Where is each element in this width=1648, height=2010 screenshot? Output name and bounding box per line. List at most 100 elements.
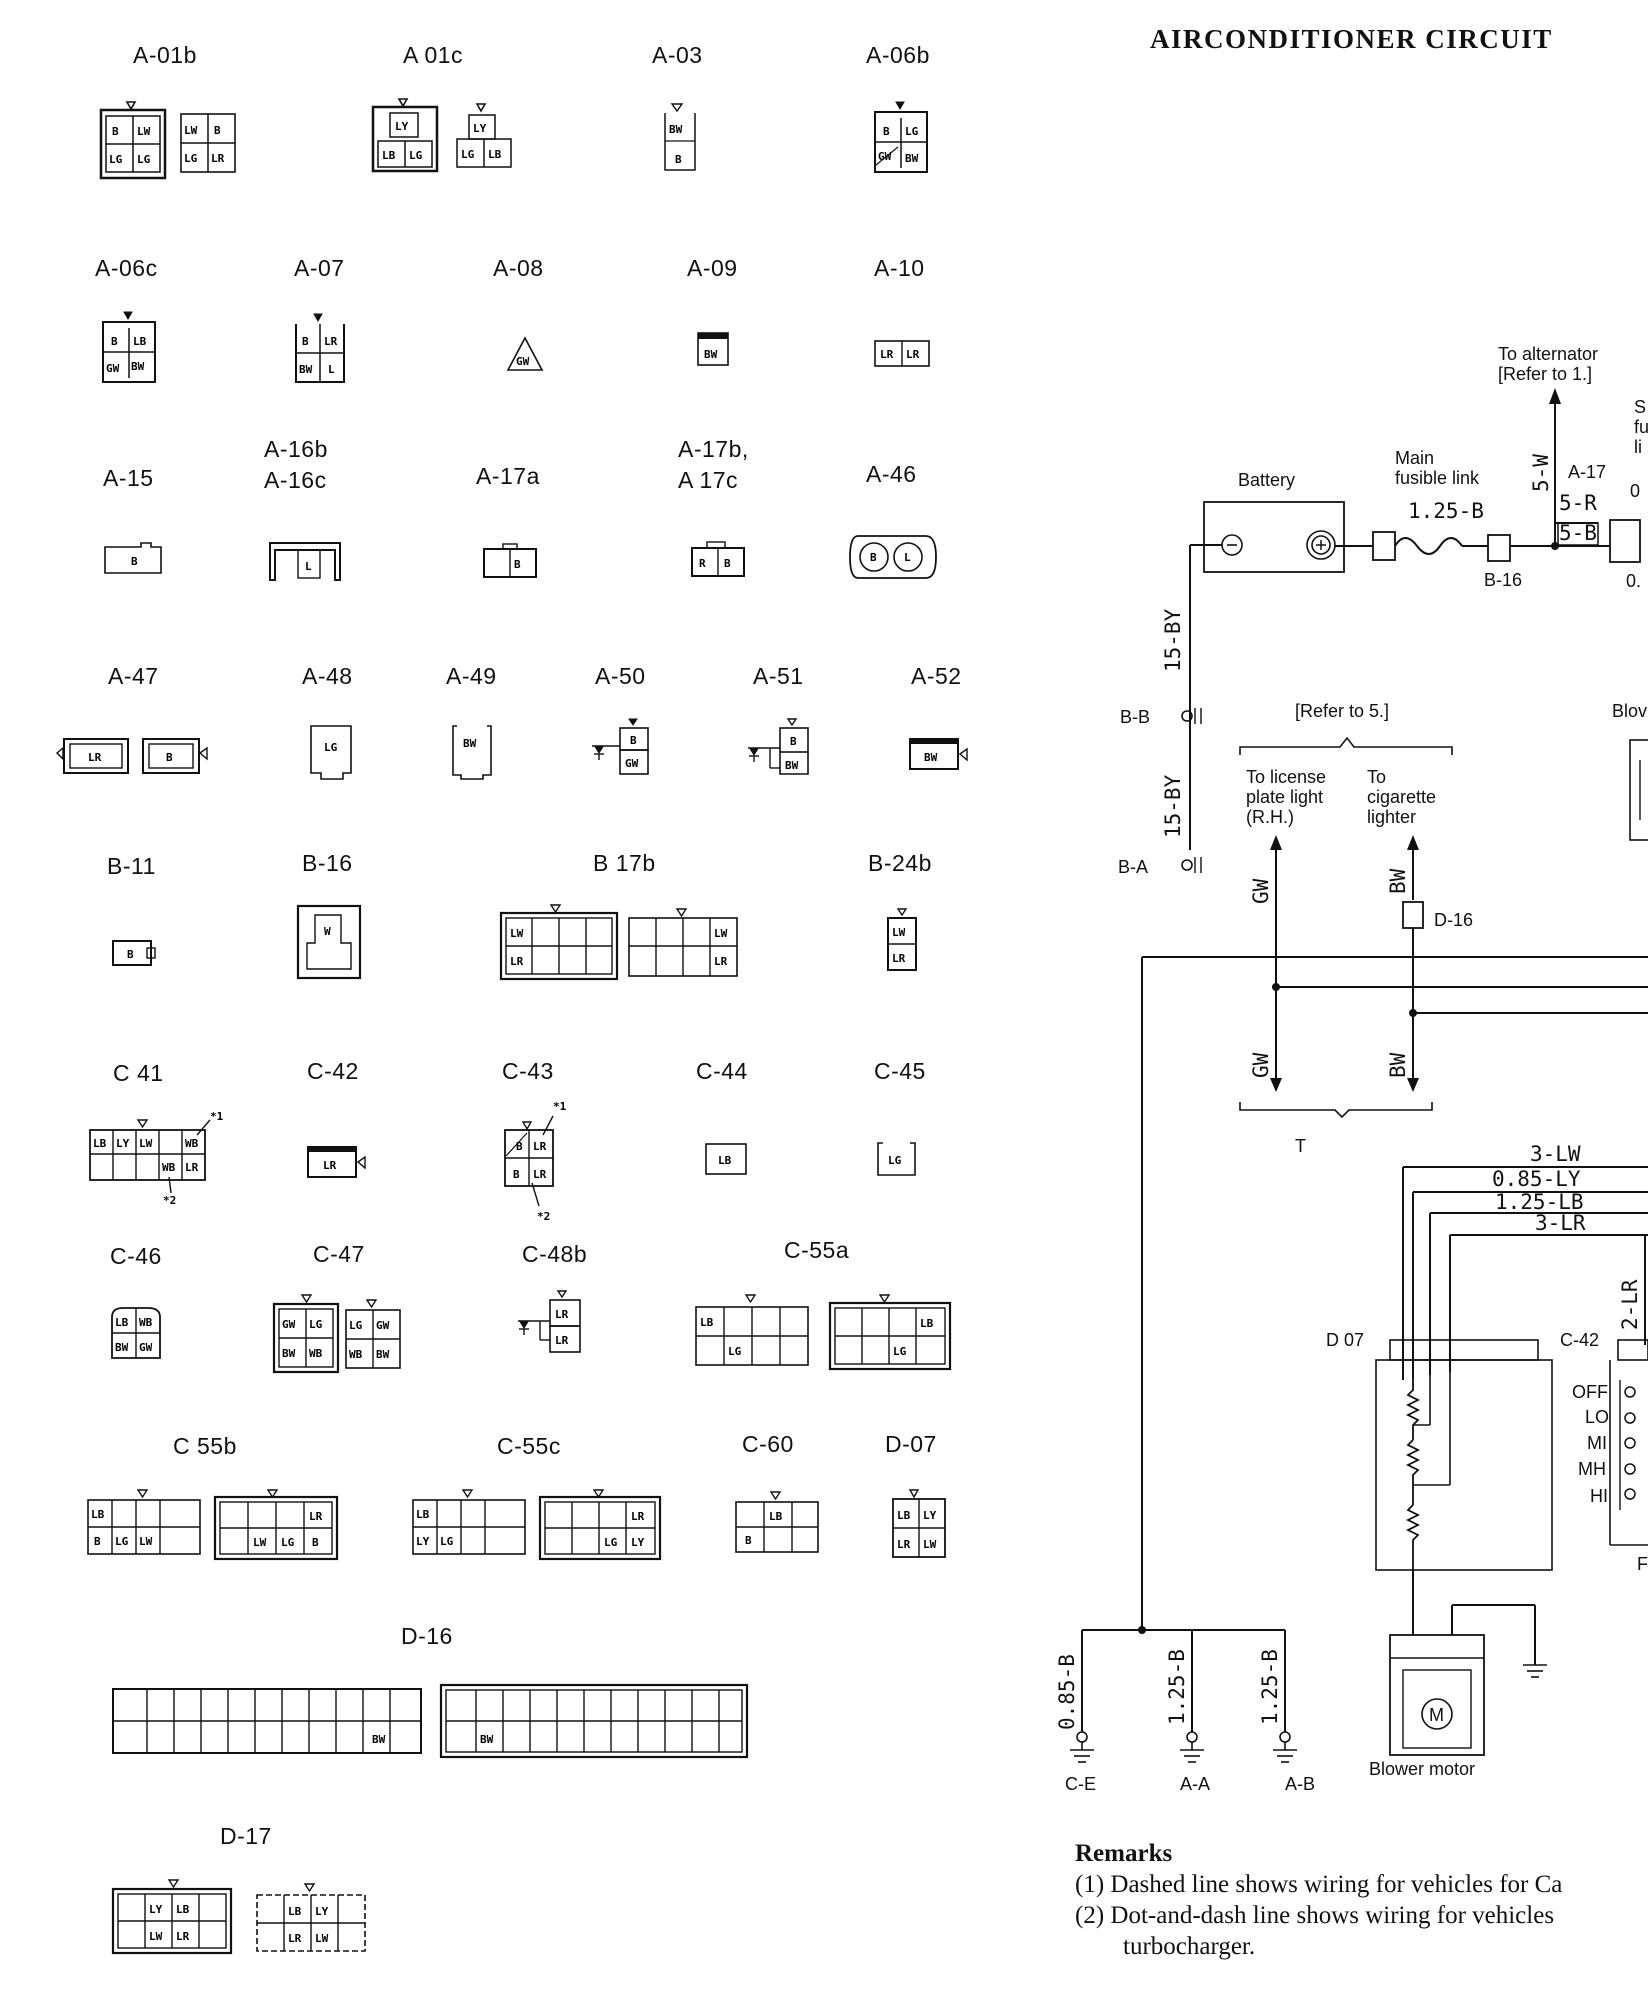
svg-text:LB: LB [115,1316,129,1329]
svg-text:D 07: D 07 [1326,1330,1364,1350]
svg-text:BW: BW [1386,1052,1410,1078]
svg-text:LG: LG [461,148,475,161]
svg-text:BW: BW [376,1348,390,1361]
svg-text:BW: BW [299,363,313,376]
svg-text:C-42: C-42 [1560,1330,1599,1350]
connector-c60: LB B [733,1490,823,1560]
connector-a06c: B LB GW BW [100,310,160,390]
svg-text:LY: LY [473,122,487,135]
svg-text:B-A: B-A [1118,857,1148,877]
svg-text:1.25-B: 1.25-B [1165,1649,1189,1725]
svg-text:B: B [302,335,309,348]
svg-text:WB: WB [349,1348,363,1361]
svg-text:L: L [305,560,312,573]
connector-a03: BW B [660,100,700,175]
svg-text:LG: LG [728,1345,742,1358]
label-d17: D-17 [220,1823,272,1849]
label-c55b: C 55b [173,1433,237,1459]
connector-a01b: B LW LG LG LW B LG LR [99,100,240,180]
svg-text:BW: BW [463,737,477,750]
label-a46: A-46 [866,461,917,487]
label-c55c: C-55c [497,1433,561,1459]
svg-text:0.85-B: 0.85-B [1055,1654,1079,1730]
svg-text:LG: LG [888,1154,902,1167]
label-c55a: C-55a [784,1237,850,1263]
svg-text:0.: 0. [1626,571,1641,591]
svg-text:LY: LY [395,120,409,133]
svg-text:BW: BW [480,1733,494,1746]
label-b17b: B 17b [593,850,656,876]
svg-text:B: B [111,335,118,348]
connector-b17b: LW LR LW LR [499,903,745,983]
svg-text:LB: LB [718,1154,732,1167]
svg-text:OFF: OFF [1572,1382,1608,1402]
label-c43: C-43 [502,1058,554,1084]
svg-text:LB: LB [488,148,502,161]
connector-b16: W [295,903,365,983]
svg-text:LR: LR [185,1161,199,1174]
svg-text:LY: LY [923,1509,937,1522]
svg-text:LO: LO [1585,1407,1609,1427]
connector-a48: LG [307,723,357,783]
svg-text:B: B [214,124,221,137]
label-b16: B-16 [302,850,353,876]
connector-a51: B BW [740,718,815,783]
svg-text:LW: LW [892,926,906,939]
label-b11: B-11 [107,853,156,879]
label-c46: C-46 [110,1243,162,1269]
svg-text:MH: MH [1578,1459,1606,1479]
connector-a08: GW [505,335,545,375]
svg-text:3-LR: 3-LR [1535,1211,1586,1235]
svg-text:LY: LY [631,1536,645,1549]
svg-text:B: B [870,551,877,564]
battery-icon [1203,501,1345,573]
svg-text:W: W [324,925,331,938]
connector-c47: GW LG BW WB LG GW WB BW [272,1293,412,1378]
svg-text:1.25-B: 1.25-B [1408,499,1484,523]
svg-text:BW: BW [131,360,145,373]
connector-b11: B [110,937,160,972]
label-c42: C-42 [307,1058,359,1084]
svg-text:B: B [675,153,682,166]
svg-text:B: B [127,948,134,961]
svg-text:LR: LR [880,348,894,361]
svg-text:LB: LB [920,1317,934,1330]
svg-text:LG: LG [409,149,423,162]
svg-text:LW: LW [139,1137,153,1150]
svg-text:R: R [699,557,706,570]
svg-text:BW: BW [924,751,938,764]
svg-text:L: L [328,363,335,376]
connector-a49: BW [449,723,499,783]
svg-text:BW: BW [282,1347,296,1360]
svg-text:LB: LB [769,1510,783,1523]
svg-text:LB: LB [382,149,396,162]
connector-c48b: LR LR [512,1290,592,1370]
connector-c55c: LB LY LG LR LG LY [410,1488,665,1563]
svg-text:LW: LW [315,1932,329,1945]
svg-text:B-16: B-16 [1484,570,1522,590]
svg-text:GW: GW [1249,1052,1273,1078]
svg-text:LR: LR [533,1168,547,1181]
svg-text:LB: LB [700,1316,714,1329]
label-a48: A-48 [302,663,353,689]
label-a17a: A-17a [476,463,540,489]
svg-text:15-BY: 15-BY [1161,608,1185,672]
svg-text:B: B [94,1535,101,1548]
svg-text:LR: LR [555,1308,569,1321]
svg-text:LG: LG [905,125,919,138]
connector-a15: B [103,542,168,578]
label-a09: A-09 [687,255,738,281]
svg-text:1.25-LB: 1.25-LB [1495,1190,1584,1214]
svg-text:B: B [745,1534,752,1547]
svg-text:A-17: A-17 [1568,462,1606,482]
svg-text:5-B: 5-B [1559,521,1597,545]
svg-text:LR: LR [906,348,920,361]
svg-text:LR: LR [714,955,728,968]
svg-text:B: B [312,1536,319,1549]
svg-text:LG: LG [440,1535,454,1548]
svg-text:BW: BW [785,759,799,772]
label-a10: A-10 [874,255,925,281]
